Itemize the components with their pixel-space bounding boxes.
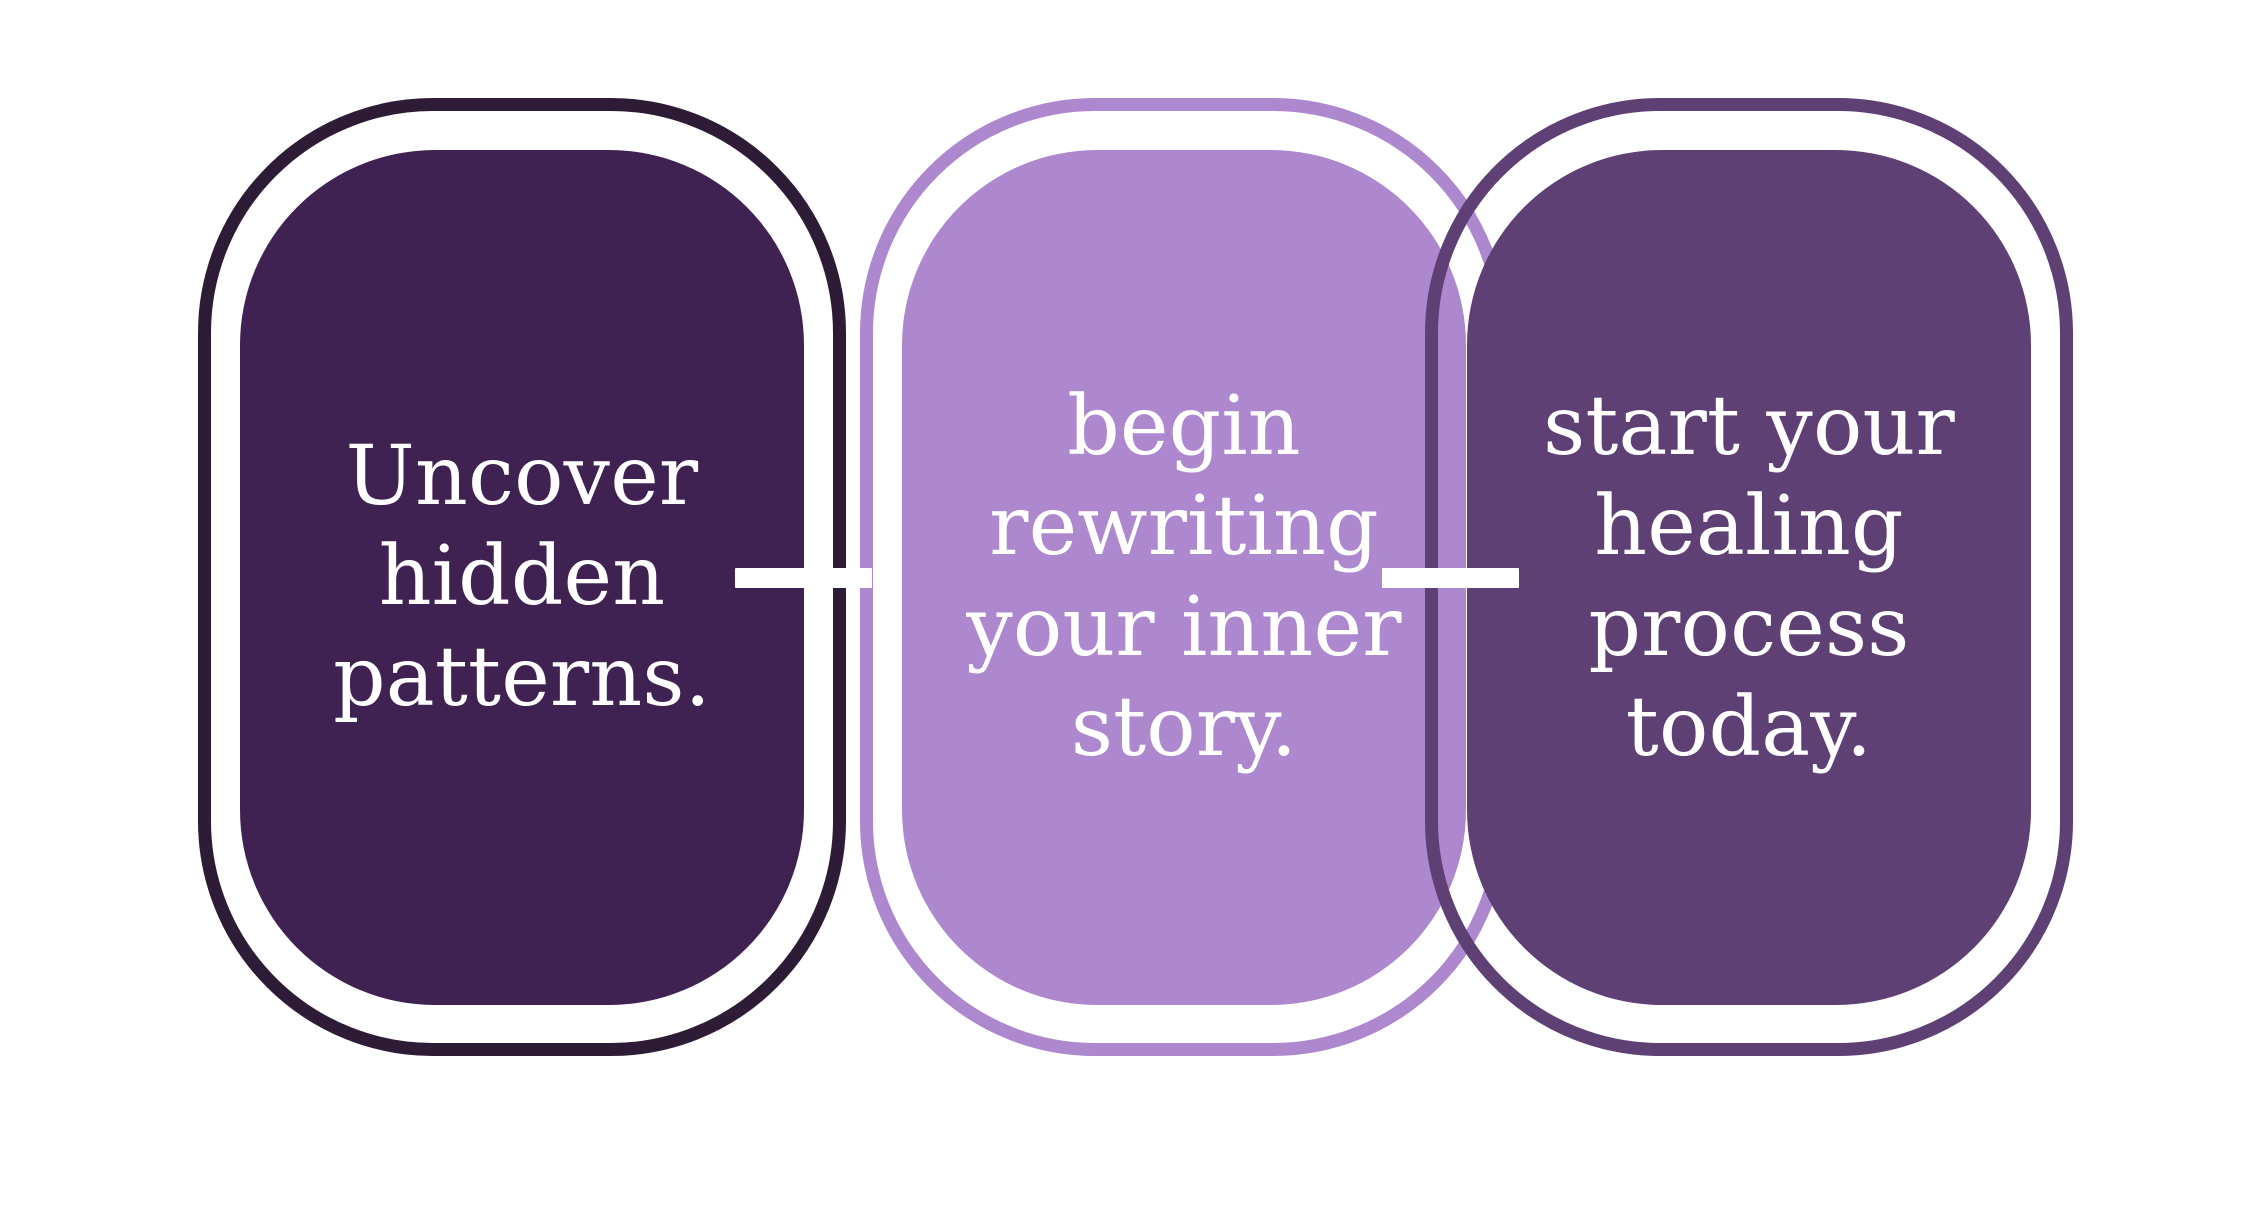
step-2-label: begin rewriting your inner story. xyxy=(966,379,1402,775)
process-step-2[interactable]: begin rewriting your inner story. xyxy=(860,98,1508,1056)
step-3-label: start your healing process today. xyxy=(1543,379,1955,775)
step-1-label: Uncover hidden patterns. xyxy=(333,429,711,725)
process-step-3[interactable]: start your healing process today. xyxy=(1425,98,2073,1056)
step-3-body[interactable]: start your healing process today. xyxy=(1467,150,2031,1005)
connector-dash-2-3 xyxy=(1382,568,1519,588)
connector-dash-1-2 xyxy=(735,568,872,588)
step-1-body[interactable]: Uncover hidden patterns. xyxy=(240,150,804,1005)
step-2-body[interactable]: begin rewriting your inner story. xyxy=(902,150,1466,1005)
process-step-1[interactable]: Uncover hidden patterns. xyxy=(198,98,846,1056)
